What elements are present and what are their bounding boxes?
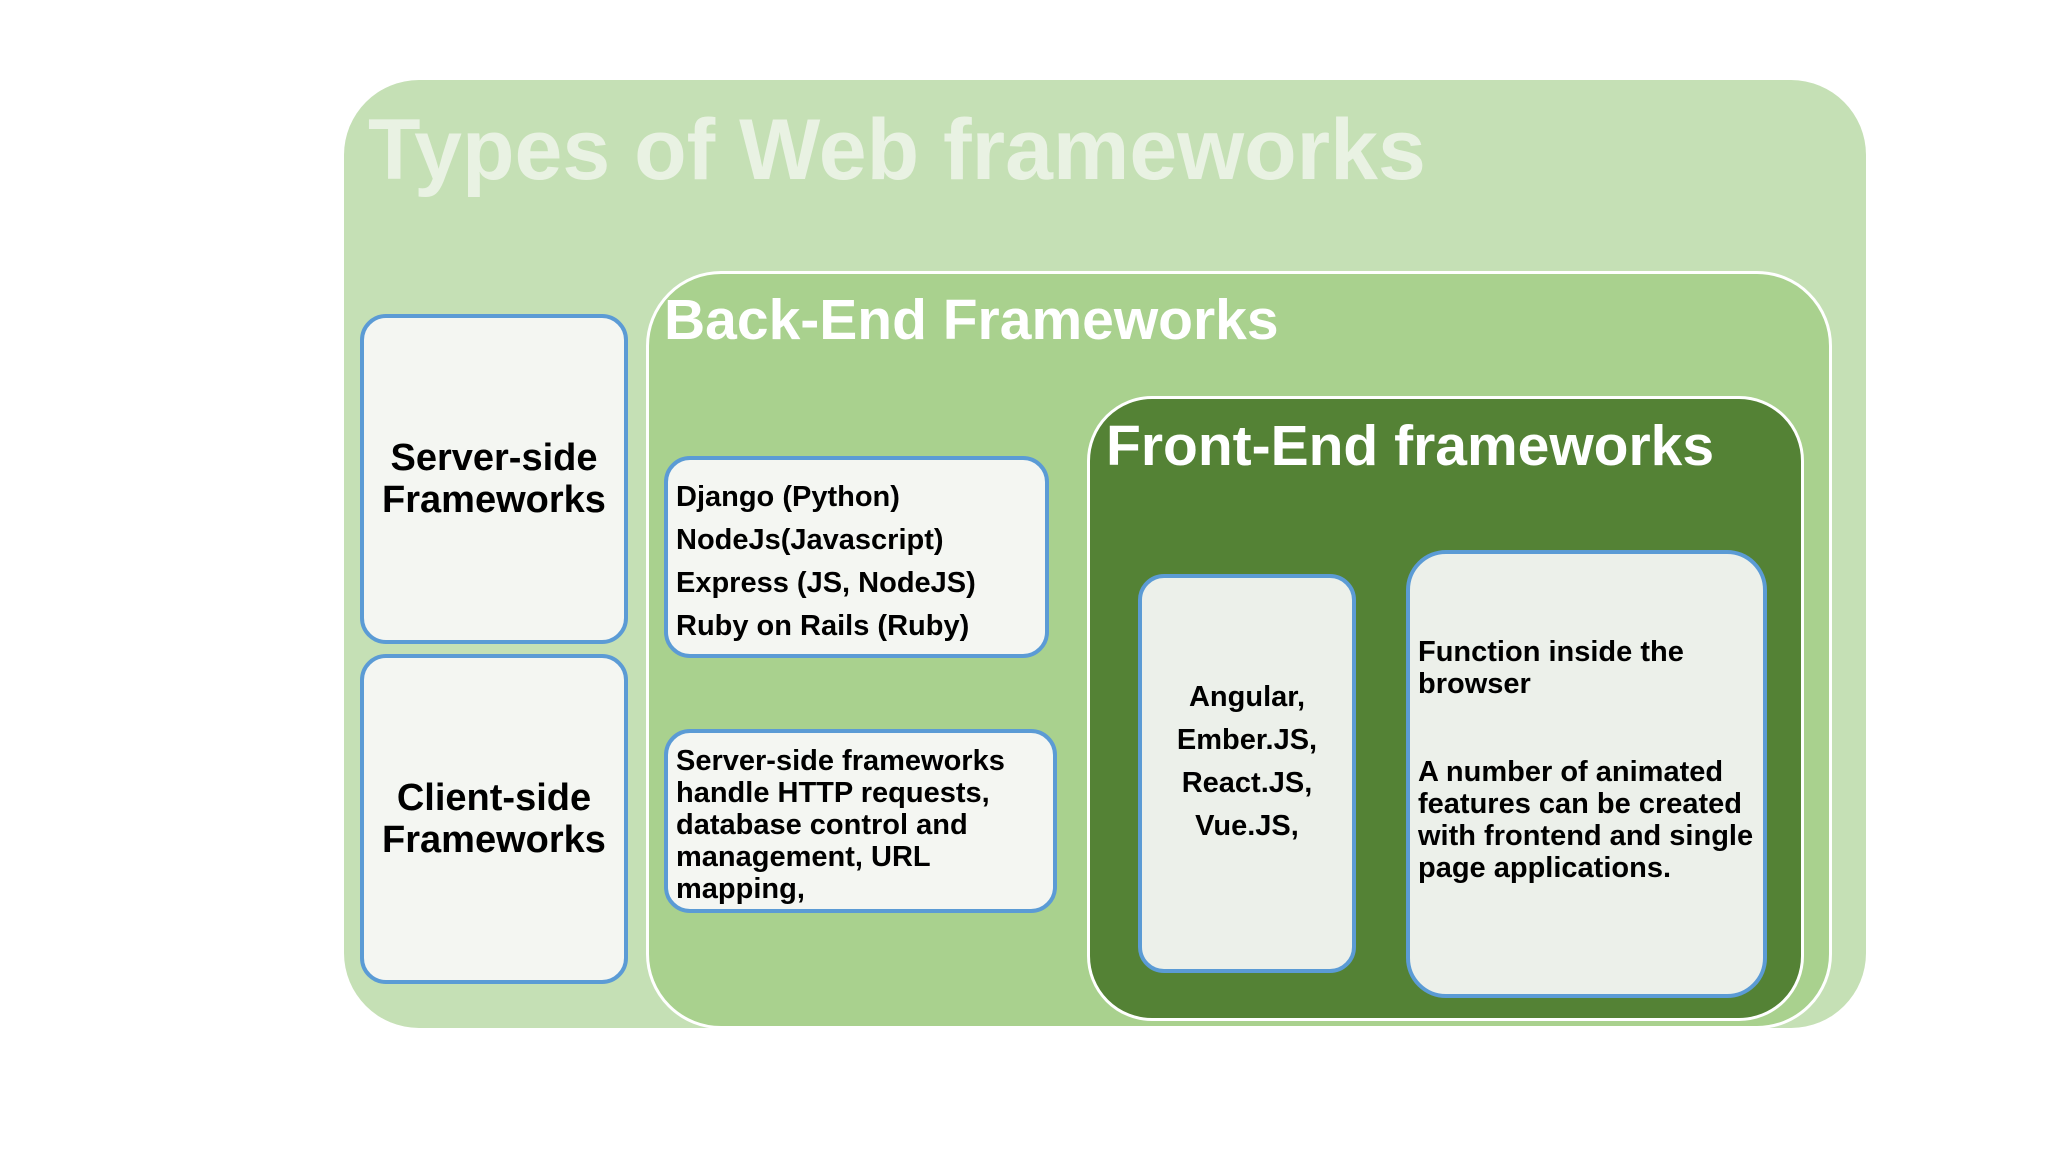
frontend-description-box: Function inside the browser A number of …	[1406, 550, 1767, 998]
backend-frameworks-list: Django (Python) NodeJs(Javascript) Expre…	[664, 456, 1049, 658]
list-item: Express (JS, NodeJS)	[676, 567, 976, 599]
frontend-description-2: A number of animated features can be cre…	[1418, 756, 1754, 884]
frontend-frameworks-list: Angular, Ember.JS, React.JS, Vue.JS,	[1138, 574, 1356, 973]
list-item: Django (Python)	[676, 481, 900, 513]
client-side-label-line1: Client-side	[396, 777, 592, 819]
page-title: Types of Web frameworks	[368, 102, 1426, 198]
server-side-label-line2: Frameworks	[382, 479, 606, 521]
backend-description-box: Server-side frameworks handle HTTP reque…	[664, 729, 1057, 913]
list-item: Ruby on Rails (Ruby)	[676, 610, 970, 642]
server-side-frameworks-box: Server-side Frameworks	[360, 314, 628, 644]
backend-description: Server-side frameworks handle HTTP reque…	[676, 745, 1005, 905]
list-item: Angular,	[1188, 680, 1305, 713]
list-item: Ember.JS,	[1176, 723, 1318, 756]
list-item: NodeJs(Javascript)	[676, 524, 944, 556]
client-side-label-line2: Frameworks	[382, 819, 606, 861]
frontend-description-1: Function inside the browser	[1418, 636, 1684, 700]
frontend-title: Front-End frameworks	[1106, 414, 1715, 478]
list-item: Vue.JS,	[1195, 809, 1299, 842]
list-item: React.JS,	[1181, 766, 1313, 799]
client-side-frameworks-box: Client-side Frameworks	[360, 654, 628, 984]
server-side-label-line1: Server-side	[390, 437, 598, 479]
backend-title: Back-End Frameworks	[664, 288, 1279, 352]
